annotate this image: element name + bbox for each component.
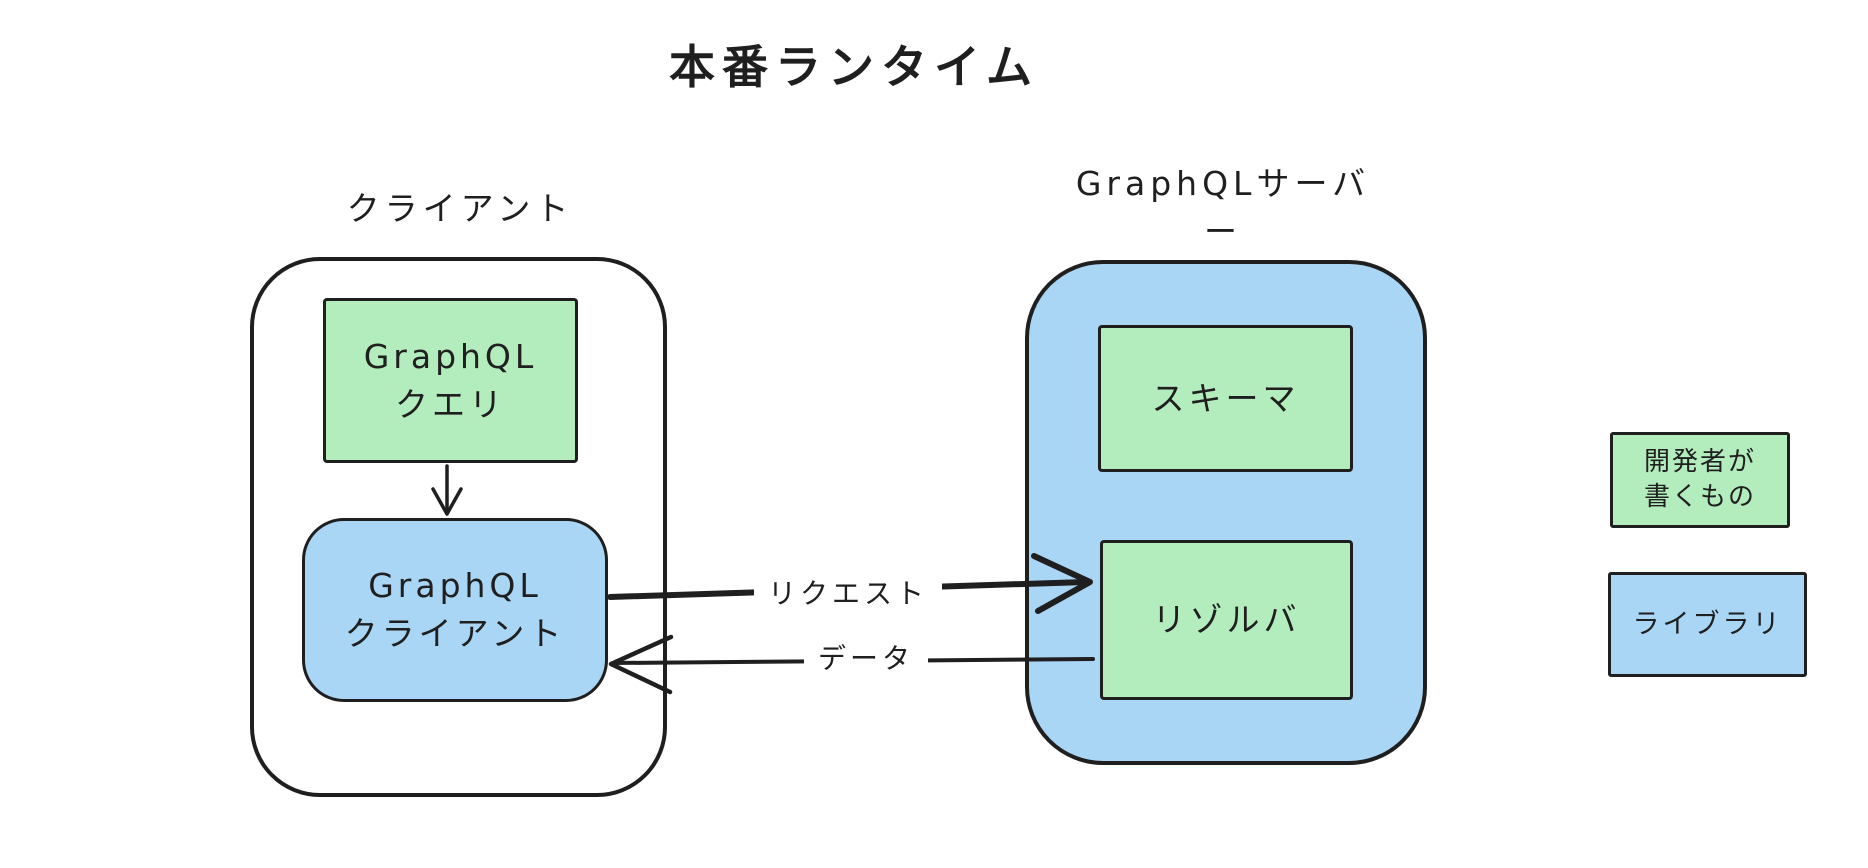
client-group-label: クライアント (346, 189, 574, 228)
diagram-title: 本番ランタイム (668, 40, 1040, 94)
legend-developer-label: 開発者が 書くもの (1644, 445, 1756, 515)
graphql-client-label: GraphQL クライアント (345, 562, 566, 658)
graphql-client-line1: GraphQL (368, 566, 542, 605)
legend-developer-line2: 書くもの (1643, 482, 1756, 512)
legend-developer-line1: 開発者が (1643, 447, 1756, 477)
resolver-label: リゾルバ (1152, 600, 1301, 639)
graphql-query-label: GraphQL クエリ (364, 333, 538, 429)
legend-library-item: ライブラリ (1608, 572, 1807, 677)
legend-library-label: ライブラリ (1632, 608, 1783, 640)
data-edge-label: データ (803, 637, 929, 677)
request-edge-label: リクエスト (753, 572, 943, 612)
graphql-query-line2: クエリ (395, 384, 506, 424)
schema-label: スキーマ (1151, 378, 1300, 418)
resolver-node: リゾルバ (1100, 540, 1353, 700)
schema-node: スキーマ (1098, 325, 1353, 472)
graphql-client-line2: クライアント (344, 614, 566, 653)
server-group-label: GraphQLサーバー (1075, 164, 1371, 251)
graphql-client-node: GraphQL クライアント (302, 518, 608, 702)
legend-developer-item: 開発者が 書くもの (1610, 432, 1790, 528)
graphql-query-line1: GraphQL (363, 336, 538, 376)
graphql-query-node: GraphQL クエリ (323, 298, 578, 463)
